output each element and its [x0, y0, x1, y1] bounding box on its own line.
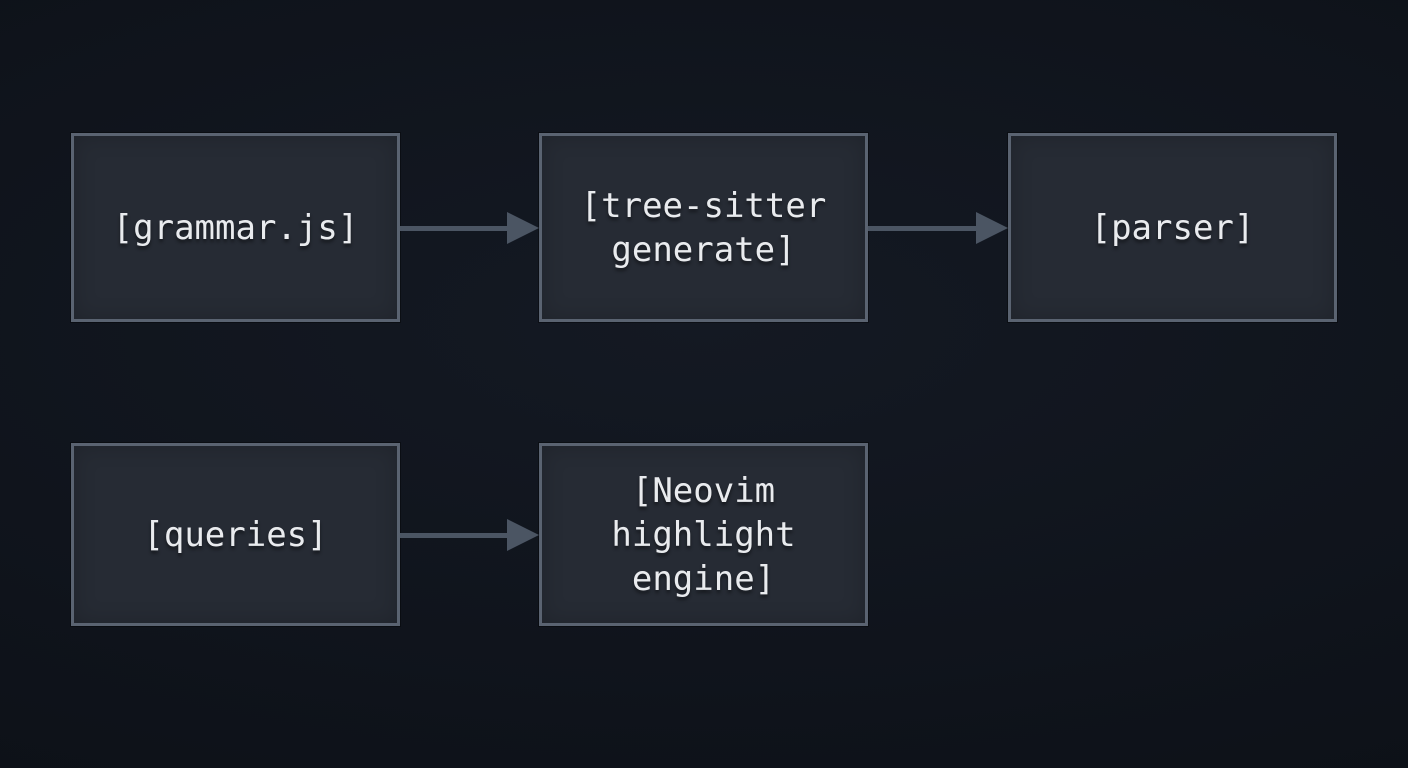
- node-label-queries: [queries]: [143, 514, 328, 555]
- node-grammar-js: [grammar.js]: [71, 133, 400, 322]
- arrow-line-generate-to-parser: [868, 226, 986, 231]
- arrow-head-grammar-to-generate: [507, 212, 539, 244]
- arrow-line-grammar-to-generate: [400, 226, 517, 231]
- node-neovim-highlight-engine: [Neovim highlight engine]: [539, 443, 868, 626]
- node-queries: [queries]: [71, 443, 400, 626]
- node-tree-sitter-generate: [tree-sitter generate]: [539, 133, 868, 322]
- node-label-grammar-js: [grammar.js]: [112, 207, 359, 248]
- arrow-head-generate-to-parser: [976, 212, 1008, 244]
- node-label-neovim-highlight-engine: [Neovim highlight engine]: [611, 470, 796, 599]
- node-label-tree-sitter-generate: [tree-sitter generate]: [580, 185, 827, 270]
- node-label-parser: [parser]: [1090, 207, 1255, 248]
- arrow-head-queries-to-engine: [507, 519, 539, 551]
- node-parser: [parser]: [1008, 133, 1337, 322]
- arrow-line-queries-to-engine: [400, 533, 517, 538]
